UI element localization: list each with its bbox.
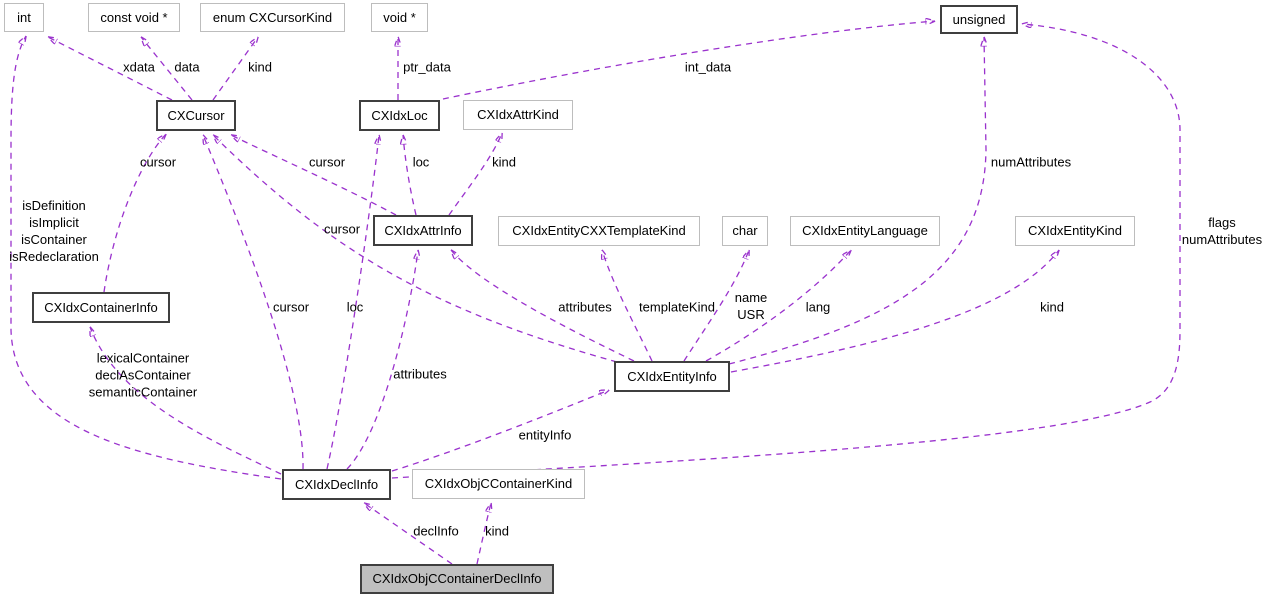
edge-label-kind-entityinfo: kind [1040,299,1064,315]
edge-label-cursor-attrinfo: cursor [308,154,346,170]
edge-declinfo-attrinfo-attributes [346,250,418,470]
node-cxidxobjccontainerdeclinfo: CXIdxObjCContainerDeclInfo [360,564,554,594]
node-cxidxdeclinfo[interactable]: CXIdxDeclInfo [282,469,391,500]
edge-label-name-usr: name USR [734,290,768,322]
edge-label-containers-block: lexicalContainer declAsContainer semanti… [88,350,198,400]
edge-objcdecl-declinfo-declinfo [364,503,453,565]
edge-declinfo-unsigned-flagsnumattributes [391,24,1181,479]
edge-label-attributes-declinfo: attributes [393,366,447,382]
edge-cxcursor-enum-kind [212,37,258,101]
node-cxidxattrinfo[interactable]: CXIdxAttrInfo [373,215,473,246]
node-cxidxattrkind[interactable]: CXIdxAttrKind [463,100,573,130]
node-cxidxentitykind[interactable]: CXIdxEntityKind [1015,216,1135,246]
edge-declinfo-cxcursor-cursor [203,135,304,470]
edge-cxcursor-constvoid-data [141,37,193,101]
edge-label-data: data [174,59,200,75]
edge-attrinfo-cxcursor-cursor [231,135,397,216]
node-cxidxloc[interactable]: CXIdxLoc [359,100,440,131]
edge-declinfo-cxidxloc-loc [326,135,379,470]
edge-label-templatekind: templateKind [639,299,715,315]
edge-label-int-data: int_data [684,59,732,75]
node-char[interactable]: char [722,216,768,246]
edge-declinfo-entityinfo-entityinfo [391,390,609,472]
edge-label-ptr-data: ptr_data [403,59,451,75]
edge-label-isdefinition-block: isDefinition isImplicit isContainer isRe… [9,198,99,264]
edge-entityinfo-language-lang [705,250,851,362]
node-cxidxentitycxxtemplatekind[interactable]: CXIdxEntityCXXTemplateKind [498,216,700,246]
node-cxcursor[interactable]: CXCursor [156,100,236,131]
node-void-ptr[interactable]: void * [371,3,428,32]
edge-label-cursor-declinfo: cursor [272,299,310,315]
edge-label-kind-objc: kind [485,523,509,539]
node-unsigned[interactable]: unsigned [940,5,1018,34]
edge-attrinfo-cxidxloc-loc [403,135,417,216]
node-enum-cxcursorkind[interactable]: enum CXCursorKind [200,3,345,32]
edge-label-cursor-entityinfo: cursor [323,221,361,237]
edge-label-loc-attrinfo: loc [412,154,430,170]
edge-entityinfo-entitykind-kind [730,250,1059,373]
edge-cxidxloc-unsigned-intdata [442,21,935,100]
edge-label-attributes-entityinfo: attributes [558,299,612,315]
node-cxidxentitylanguage[interactable]: CXIdxEntityLanguage [790,216,940,246]
node-cxidxentityinfo[interactable]: CXIdxEntityInfo [614,361,730,392]
edge-containerinfo-cxcursor-cursor [103,134,166,293]
edge-attrinfo-attrkind-kind [448,133,502,216]
edge-label-declinfo: declInfo [413,523,459,539]
edge-entityinfo-char-nameusr [683,250,749,362]
edge-label-kind-cursor: kind [248,59,272,75]
node-const-void-ptr[interactable]: const void * [88,3,180,32]
edge-label-xdata: xdata [123,59,155,75]
edge-objcdecl-objckind-kind [476,503,491,565]
edge-label-cursor-containerinfo: cursor [139,154,177,170]
node-cxidxcontainerinfo[interactable]: CXIdxContainerInfo [32,292,170,323]
edge-entityinfo-unsigned-numattributes [728,37,986,365]
node-int[interactable]: int [4,3,44,32]
edge-entityinfo-cxcursor-cursor [213,135,618,363]
edge-declinfo-int-flags [10,36,282,480]
edge-label-kind-attrinfo: kind [492,154,516,170]
edge-label-loc-declinfo: loc [346,299,364,315]
edge-label-flags-numattributes-block: flags numAttributes [1181,215,1263,247]
edge-declinfo-containerinfo-containers [90,327,282,475]
edge-label-numattributes-entityinfo: numAttributes [990,154,1072,170]
edge-label-lang: lang [805,299,831,315]
edge-cxcursor-int-xdata [48,37,173,101]
node-cxidxobjccontainerkind[interactable]: CXIdxObjCContainerKind [412,469,585,499]
edge-entityinfo-attrinfo-attributes [451,250,635,362]
edge-entityinfo-templatekind [602,250,653,362]
edge-label-entityinfo: entityInfo [518,427,572,443]
